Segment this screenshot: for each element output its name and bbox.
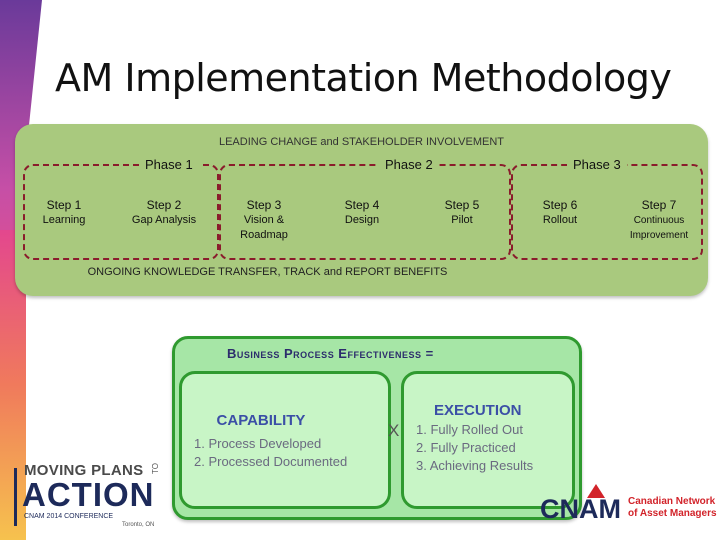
step-3: Step 3 Vision & Roadmap (227, 198, 301, 243)
step-7-sub2: Improvement (629, 230, 689, 241)
step-1-sub: Learning (42, 214, 86, 226)
cnam-logo: CNAM Canadian Network of Asset Managers (540, 476, 718, 526)
execution-item-2: 2. Fully Practiced (416, 440, 516, 455)
execution-item-1: 1. Fully Rolled Out (416, 422, 523, 437)
step-2-sub: Gap Analysis (131, 214, 197, 226)
knowledge-transfer-label: ONGOING KNOWLEDGE TRANSFER, TRACK and RE… (87, 266, 448, 278)
logo-top-text: MOVING PLANS (24, 462, 144, 479)
phase-3-label: Phase 3 (567, 157, 627, 172)
formula-title: Business Process Effectiveness = (227, 346, 434, 361)
step-7: Step 7 Continuous Improvement (619, 198, 699, 243)
methodology-panel: LEADING CHANGE and STAKEHOLDER INVOLVEME… (15, 124, 708, 296)
step-6-name: Step 6 (542, 198, 578, 212)
cnam-wordmark: CNAM (540, 494, 621, 524)
phase-3-box: Phase 3 (511, 157, 703, 260)
step-7-name: Step 7 (641, 198, 677, 212)
phase-1-box: Phase 1 (23, 157, 219, 260)
step-6: Step 6 Rollout (525, 198, 595, 228)
logo-subtitle: CNAM 2014 CONFERENCE (24, 513, 114, 520)
execution-item-3: 3. Achieving Results (416, 458, 534, 473)
capability-item-2: 2. Processed Documented (194, 454, 348, 469)
phase-1-label: Phase 1 (139, 157, 199, 172)
cnam-name-line-2: of Asset Managers (628, 508, 717, 519)
logo-main-text: ACTION (22, 476, 155, 513)
step-5-sub: Pilot (451, 214, 473, 226)
effectiveness-formula: Business Process Effectiveness = CAPABIL… (172, 336, 582, 520)
step-2: Step 2 Gap Analysis (119, 198, 209, 228)
execution-card: EXECUTION 1. Fully Rolled Out 2. Fully P… (401, 371, 575, 509)
step-7-sub: Continuous (633, 215, 685, 226)
capability-heading: CAPABILITY (216, 412, 306, 429)
step-4-sub: Design (344, 214, 380, 226)
step-3-name: Step 3 (246, 198, 282, 212)
step-5-name: Step 5 (444, 198, 480, 212)
step-1: Step 1 Learning (31, 198, 97, 228)
phase-2-box: Phase 2 (219, 157, 511, 260)
slide-title: AM Implementation Methodology (55, 56, 672, 100)
maple-leaf-icon (587, 484, 605, 498)
logo-city: Toronto, ON (122, 522, 155, 528)
logo-to-text: TO (150, 463, 160, 474)
execution-heading: EXECUTION (434, 402, 522, 419)
step-2-name: Step 2 (146, 198, 182, 212)
cnam-name-line-1: Canadian Network (628, 496, 716, 507)
logo-bar (14, 468, 17, 526)
step-3-sub: Vision & (243, 214, 285, 226)
phase-2-label: Phase 2 (379, 157, 439, 172)
multiply-operator: X (388, 421, 400, 440)
step-3-sub2: Roadmap (240, 229, 288, 241)
moving-plans-to-action-logo: MOVING PLANS TO ACTION CNAM 2014 CONFERE… (10, 462, 175, 530)
capability-card: CAPABILITY 1. Process Developed 2. Proce… (179, 371, 391, 509)
step-4: Step 4 Design (327, 198, 397, 228)
step-6-sub: Rollout (542, 214, 578, 226)
leading-change-label: LEADING CHANGE and STAKEHOLDER INVOLVEME… (218, 136, 505, 148)
step-5: Step 5 Pilot (427, 198, 497, 228)
step-1-name: Step 1 (46, 198, 82, 212)
step-4-name: Step 4 (344, 198, 380, 212)
capability-item-1: 1. Process Developed (194, 436, 322, 451)
cnam-name: Canadian Network of Asset Managers (628, 496, 717, 520)
